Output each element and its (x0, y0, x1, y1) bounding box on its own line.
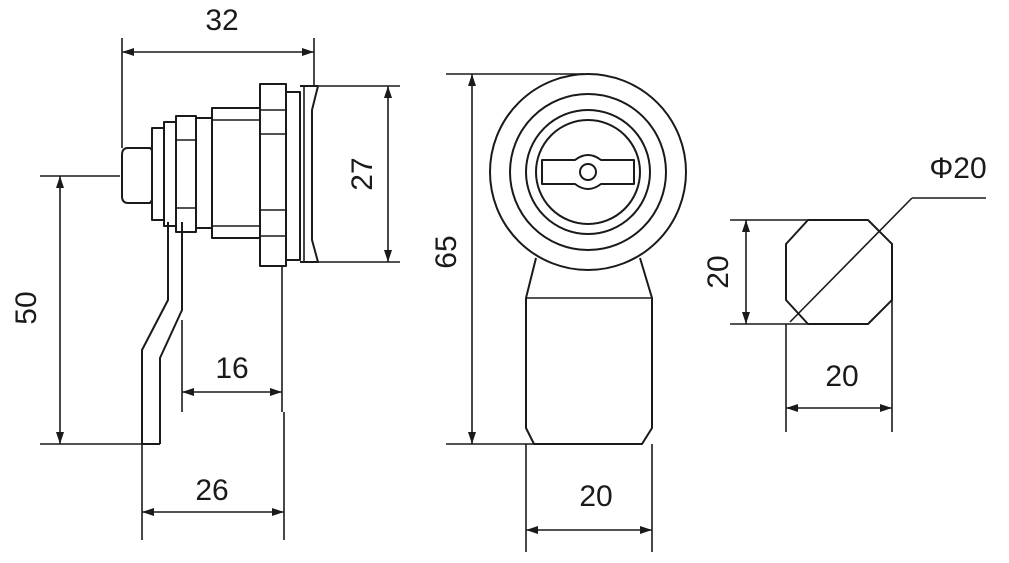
dim-label-50: 50 (10, 291, 43, 324)
dim-label-20-section-height: 20 (702, 255, 735, 288)
dim-label-16: 16 (215, 352, 248, 385)
section-view: Φ20 20 20 (702, 152, 987, 432)
dim-label-65: 65 (430, 235, 463, 268)
dim-label-20-section-width: 20 (825, 360, 858, 393)
dim-label-27: 27 (346, 157, 379, 190)
dim-label-phi20: Φ20 (929, 152, 986, 185)
side-view: 32 50 27 16 26 (10, 4, 400, 540)
dim-label-32: 32 (205, 4, 238, 37)
dim-label-20-front: 20 (579, 480, 612, 513)
front-view: 65 20 (430, 73, 687, 552)
dim-label-26: 26 (195, 474, 228, 507)
